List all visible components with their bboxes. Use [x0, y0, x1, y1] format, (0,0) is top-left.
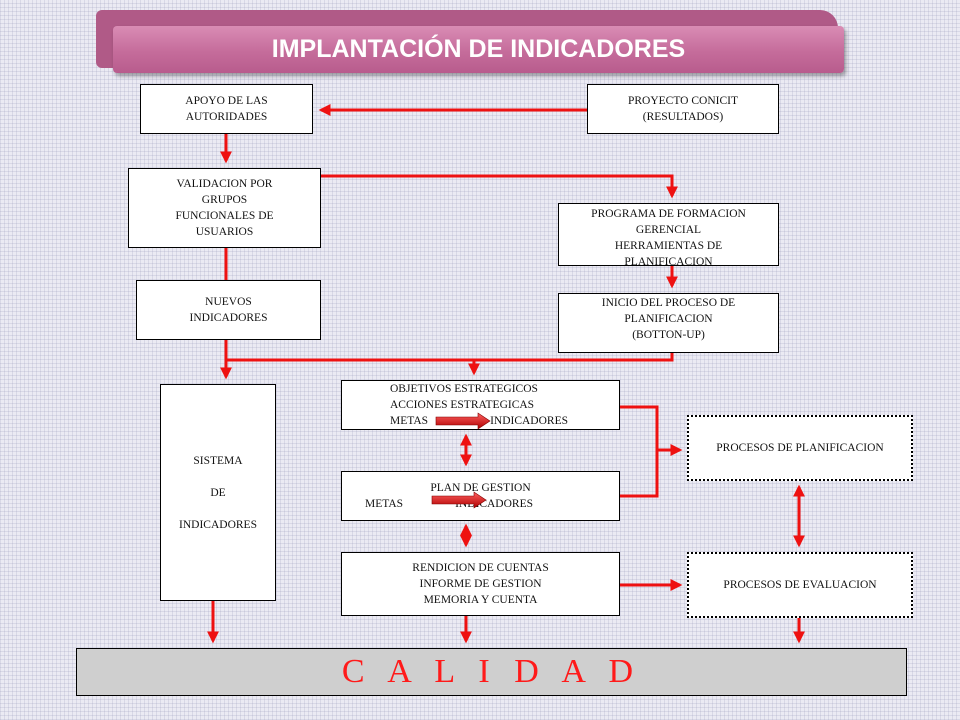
box-text: INDICADORES: [179, 518, 257, 531]
box-text: PLANIFICACION: [624, 256, 713, 266]
box-nuevos: NUEVOS INDICADORES: [136, 280, 321, 340]
box-text: INFORME DE GESTION: [419, 578, 542, 590]
box-text: METAS: [390, 415, 429, 427]
box-text: PROCESOS DE EVALUACION: [723, 579, 877, 591]
box-text: NUEVOS: [205, 296, 252, 308]
calidad-banner: C A L I D A D: [76, 648, 907, 696]
box-apoyo: APOYO DE LAS AUTORIDADES: [140, 84, 313, 134]
box-text: INDICADORES: [490, 415, 569, 427]
box-text: RENDICION DE CUENTAS: [412, 562, 549, 574]
box-text: PLAN DE GESTION: [430, 482, 531, 494]
arrow-validacion-programa: [321, 174, 678, 199]
box-evaluacion: PROCESOS DE EVALUACION: [687, 552, 913, 618]
box-rendicion: RENDICION DE CUENTAS INFORME DE GESTION …: [341, 552, 620, 616]
box-text: USUARIOS: [195, 226, 254, 238]
box-text: PROGRAMA DE FORMACION: [591, 208, 746, 220]
box-text: VALIDACION POR: [176, 178, 273, 190]
box-text: HERRAMIENTAS DE: [614, 240, 723, 252]
box-text: GERENCIAL: [635, 224, 702, 236]
box-text: AUTORIDADES: [185, 111, 268, 123]
box-text: INICIO DEL PROCESO DE: [601, 297, 736, 309]
line-inicio-merge: [226, 353, 674, 362]
box-text: (RESULTADOS): [642, 111, 724, 123]
bracket-to-planificacion: [620, 405, 659, 498]
page-title: IMPLANTACIÓN DE INDICADORES: [113, 26, 844, 73]
box-text: PROYECTO CONICIT: [627, 95, 738, 107]
box-text: PLANIFICACION: [624, 313, 713, 325]
box-text: GRUPOS: [201, 194, 248, 206]
box-proyecto: PROYECTO CONICIT (RESULTADOS): [587, 84, 779, 134]
box-text: APOYO DE LAS: [185, 95, 268, 107]
box-text: INDICADORES: [189, 312, 268, 324]
box-text: DE: [210, 486, 226, 499]
metas-arrow-icon: [431, 491, 487, 509]
box-programa: PROGRAMA DE FORMACION GERENCIAL HERRAMIE…: [558, 203, 779, 266]
box-text: ACCIONES ESTRATEGICAS: [390, 399, 535, 411]
box-validacion: VALIDACION POR GRUPOS FUNCIONALES DE USU…: [128, 168, 321, 248]
box-text: METAS: [365, 498, 404, 510]
box-sistema: SISTEMA DE INDICADORES: [160, 384, 276, 601]
metas-row: METAS INDICADORES: [390, 413, 619, 429]
metas-arrow-icon: [435, 412, 491, 430]
box-text: (BOTTON-UP): [632, 329, 705, 341]
box-text: PROCESOS DE PLANIFICACION: [716, 442, 884, 454]
box-text: SISTEMA: [193, 454, 243, 467]
box-text: FUNCIONALES DE: [175, 210, 274, 222]
box-text: OBJETIVOS ESTRATEGICOS: [390, 383, 538, 395]
box-planificacion: PROCESOS DE PLANIFICACION: [687, 415, 913, 481]
box-inicio: INICIO DEL PROCESO DE PLANIFICACION (BOT…: [558, 293, 779, 353]
box-text: MEMORIA Y CUENTA: [423, 594, 538, 606]
